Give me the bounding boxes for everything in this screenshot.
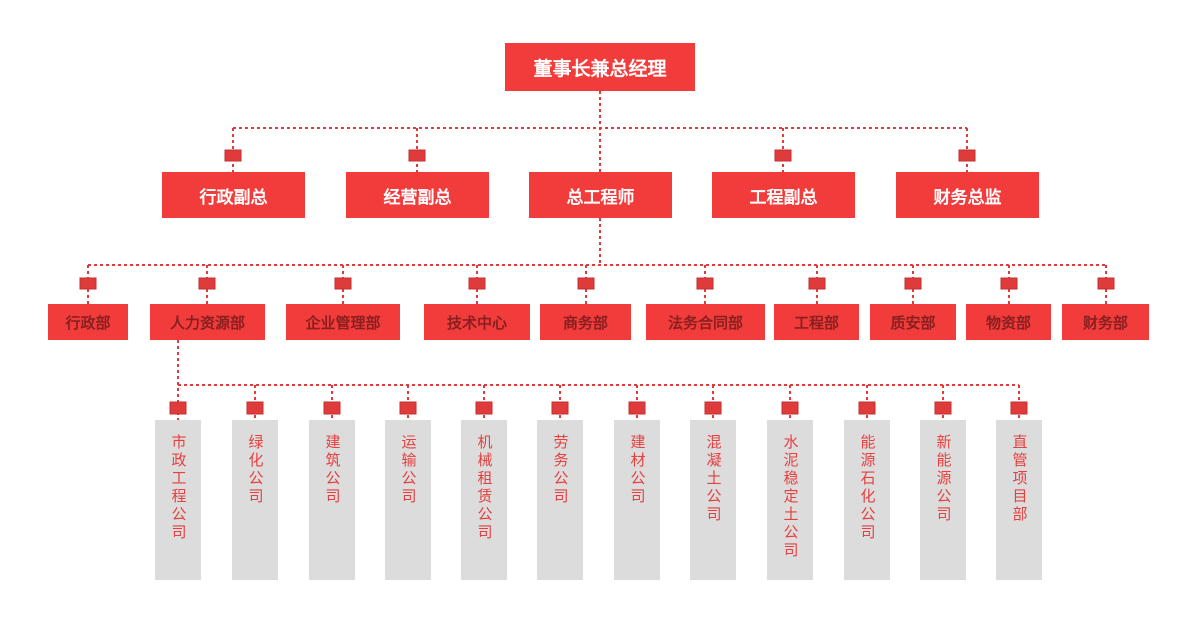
connector-joint [246,401,264,415]
executive-node-label: 总工程师 [566,187,635,207]
company-node-labor-services[interactable]: 劳务公司 [537,420,583,580]
department-node-label: 技术中心 [446,314,507,332]
company-node-greening[interactable]: 绿化公司 [232,420,278,580]
connector-joint [1097,277,1115,290]
company-node-concrete[interactable]: 混凝土公司 [690,420,736,580]
connector-joint [858,401,876,415]
connector-joint [334,277,352,290]
connector-joint [79,277,97,290]
company-node-municipal-engineering[interactable]: 市政工程公司 [155,420,201,580]
department-node-finance[interactable]: 财务部 [1062,304,1149,340]
connector-joint [934,401,952,415]
department-node-label: 企业管理部 [305,314,381,332]
department-node-enterprise-mgmt[interactable]: 企业管理部 [286,304,400,340]
department-node-hr[interactable]: 人力资源部 [150,304,265,340]
connector-joint [169,401,187,415]
connector-joint [808,277,826,290]
company-node-label: 劳务公司 [551,434,569,506]
executive-node-vp-engineering[interactable]: 工程副总 [712,172,855,218]
department-node-commerce[interactable]: 商务部 [540,304,631,340]
connector-joint [224,149,242,162]
department-node-legal-contracts[interactable]: 法务合同部 [646,304,765,340]
company-node-building-materials[interactable]: 建材公司 [614,420,660,580]
connector-joint [577,277,595,290]
department-node-tech-center[interactable]: 技术中心 [424,304,530,340]
company-node-transport[interactable]: 运输公司 [385,420,431,580]
connector-joint [323,401,341,415]
company-node-label: 机械租赁公司 [475,434,493,542]
connector-joint [468,277,486,290]
company-node-label: 能源石化公司 [858,434,876,542]
connector-joint [408,149,426,162]
connector-level1-level2 [232,91,968,172]
company-node-label: 建筑公司 [323,434,341,506]
company-node-label: 水泥稳定土公司 [781,434,799,560]
connector-joint [399,401,417,415]
department-node-label: 质安部 [890,314,936,332]
company-node-construction[interactable]: 建筑公司 [309,420,355,580]
connector-joint [1010,401,1028,415]
company-node-machinery-leasing[interactable]: 机械租赁公司 [461,420,507,580]
connector-joint [704,401,722,415]
root-node-label: 董事长兼总经理 [533,58,667,80]
company-node-label: 运输公司 [399,434,417,506]
department-node-engineering[interactable]: 工程部 [774,304,859,340]
executive-node-label: 经营副总 [383,187,452,207]
executive-node-chief-engineer[interactable]: 总工程师 [529,172,672,218]
department-node-materials[interactable]: 物资部 [966,304,1051,340]
department-node-label: 商务部 [562,314,608,332]
executive-node-label: 行政副总 [199,187,268,207]
department-node-label: 人力资源部 [169,314,245,332]
company-node-label: 建材公司 [628,434,646,506]
department-node-label: 工程部 [793,314,839,332]
executive-node-finance-director[interactable]: 财务总监 [896,172,1039,218]
connector-joint [781,401,799,415]
connector-level3-level4 [177,340,1020,420]
company-node-label: 市政工程公司 [169,434,187,542]
department-node-label: 物资部 [985,314,1031,332]
connector-level2-level3 [87,218,1107,304]
executive-node-label: 工程副总 [749,187,818,207]
root-node-chairman[interactable]: 董事长兼总经理 [505,43,695,91]
connector-joint [774,149,792,162]
company-node-label: 绿化公司 [246,434,264,506]
connector-joint [958,149,976,162]
connector-joint [696,277,714,290]
connector-joint [1000,277,1018,290]
connector-joint [551,401,569,415]
company-node-label: 混凝土公司 [704,434,722,524]
department-node-label: 财务部 [1082,314,1128,332]
department-node-admin[interactable]: 行政部 [48,304,128,340]
executive-node-vp-admin[interactable]: 行政副总 [162,172,305,218]
company-node-label: 直管项目部 [1010,434,1028,524]
department-node-quality-safety[interactable]: 质安部 [870,304,956,340]
department-node-label: 行政部 [65,314,111,332]
connector-joint [475,401,493,415]
connector-joint [198,277,216,290]
connector-joint [628,401,646,415]
executive-node-vp-operations[interactable]: 经营副总 [346,172,489,218]
department-node-label: 法务合同部 [667,314,743,332]
company-node-new-energy[interactable]: 新能源公司 [920,420,966,580]
company-node-cement-stabilized-soil[interactable]: 水泥稳定土公司 [767,420,813,580]
company-node-energy-petrochemical[interactable]: 能源石化公司 [844,420,890,580]
executive-node-label: 财务总监 [933,187,1002,207]
company-node-direct-project-dept[interactable]: 直管项目部 [996,420,1042,580]
company-node-label: 新能源公司 [934,434,952,524]
connector-joint [904,277,922,290]
